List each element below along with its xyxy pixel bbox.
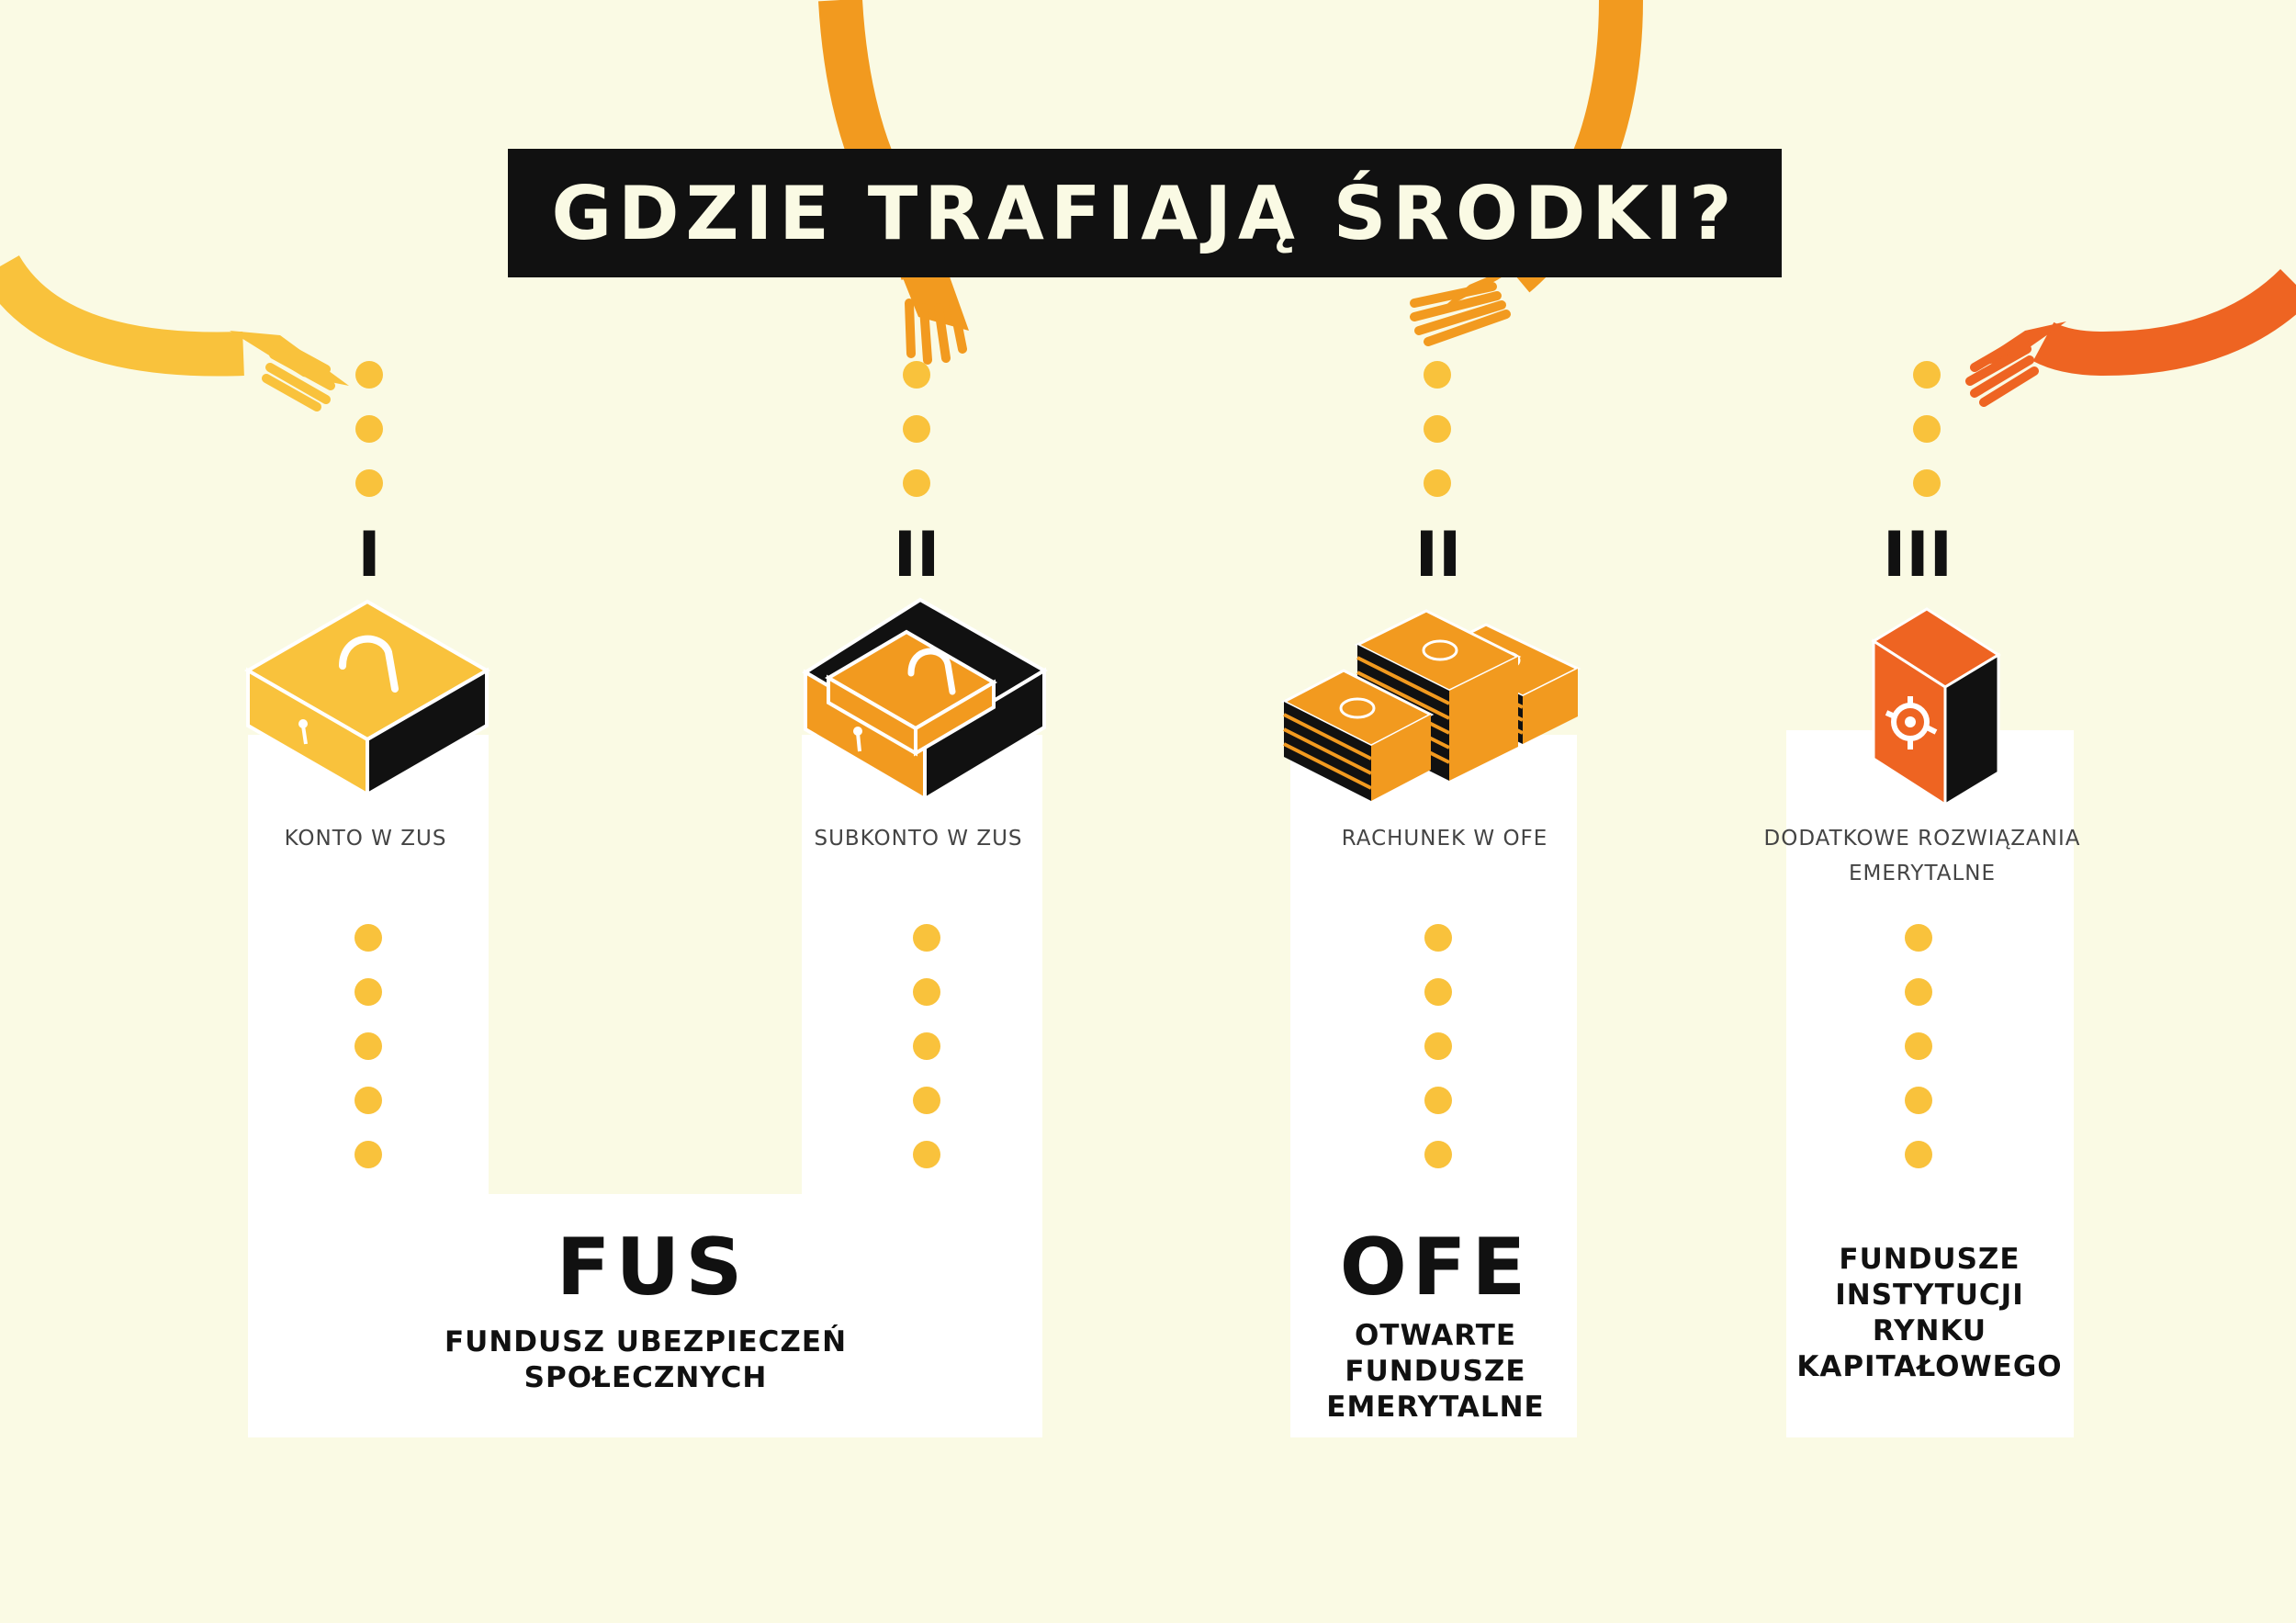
fund-name-ofe-line-3: EMERYTALNE (1326, 1391, 1545, 1424)
fund-name-capital-line-2: INSTYTUCJI (1835, 1279, 2024, 1312)
dot (355, 924, 382, 952)
nested-box-icon (802, 597, 1048, 803)
pillar-label-4-line-2: EMERYTALNE (1848, 862, 1997, 885)
fund-name-fus-line-2: SPOŁECZNYCH (523, 1361, 768, 1394)
dot (1424, 1087, 1452, 1114)
dot (903, 361, 930, 389)
fund-name-fus: FUNDUSZ UBEZPIECZEŃ SPOŁECZNYCH (388, 1324, 903, 1396)
dot (355, 1141, 382, 1168)
dot (1424, 1032, 1452, 1060)
panel-ofe (1290, 735, 1577, 1437)
dot (913, 1087, 940, 1114)
pillar-label-3: RACHUNEK W OFE (1341, 827, 1548, 851)
dot (355, 415, 383, 443)
dot (1424, 361, 1451, 389)
pillar-numeral-1: I (357, 519, 381, 592)
pillar-numeral-2: II (893, 519, 940, 592)
fund-abbr-ofe: OFE (1339, 1222, 1532, 1313)
dot (903, 469, 930, 497)
fund-name-ofe-line-2: FUNDUSZE (1345, 1355, 1526, 1388)
fund-name-capital-line-3: RYNKU (1872, 1314, 1987, 1347)
dot (1905, 1032, 1932, 1060)
dot (1913, 469, 1941, 497)
hand-arm-left-icon (0, 254, 349, 411)
dot (1905, 978, 1932, 1006)
dot (913, 1032, 940, 1060)
dot (1905, 1141, 1932, 1168)
fund-name-capital-line-1: FUNDUSZE (1839, 1243, 2020, 1276)
dot (355, 1087, 382, 1114)
dot (1913, 415, 1941, 443)
page-title: GDZIE TRAFIAJĄ ŚRODKI? (551, 170, 1739, 256)
dot (1424, 415, 1451, 443)
fund-name-ofe: OTWARTE FUNDUSZE EMERYTALNE (1270, 1318, 1601, 1426)
pillar-numeral-2b: II (1414, 519, 1462, 592)
dot (1424, 978, 1452, 1006)
dot (1424, 469, 1451, 497)
pillar-numeral-3: III (1883, 519, 1953, 592)
dot (903, 415, 930, 443)
dot (1905, 1087, 1932, 1114)
dot (913, 978, 940, 1006)
dot (1424, 924, 1452, 952)
dot (1424, 1141, 1452, 1168)
panel-fus-base (248, 1194, 1042, 1437)
fund-name-ofe-line-1: OTWARTE (1354, 1319, 1517, 1352)
dot (1913, 361, 1941, 389)
fund-name-fus-line-1: FUNDUSZ UBEZPIECZEŃ (444, 1325, 848, 1358)
pillar-label-4: DODATKOWE ROZWIĄZANIA EMERYTALNE (1739, 821, 2106, 891)
fund-abbr-fus: FUS (556, 1222, 748, 1313)
pillar-label-4-line-1: DODATKOWE ROZWIĄZANIA (1763, 827, 2081, 851)
pillar-label-1: KONTO W ZUS (284, 827, 447, 851)
dot (1905, 924, 1932, 952)
title-banner: GDZIE TRAFIAJĄ ŚRODKI? (508, 149, 1782, 277)
safe-icon (1871, 607, 2001, 807)
money-stacks-icon (1280, 609, 1581, 801)
dot (355, 361, 383, 389)
dot (355, 469, 383, 497)
pillar-label-2: SUBKONTO W ZUS (814, 827, 1023, 851)
fund-name-capital: FUNDUSZE INSTYTUCJI RYNKU KAPITAŁOWEGO (1764, 1242, 2095, 1385)
hand-arm-right-icon (1965, 268, 2296, 407)
dot (355, 1032, 382, 1060)
fund-name-capital-line-4: KAPITAŁOWEGO (1796, 1350, 2063, 1383)
dot (913, 924, 940, 952)
dot (913, 1141, 940, 1168)
panel-capital (1786, 730, 2074, 1437)
open-box-icon (243, 599, 491, 798)
dot (355, 978, 382, 1006)
